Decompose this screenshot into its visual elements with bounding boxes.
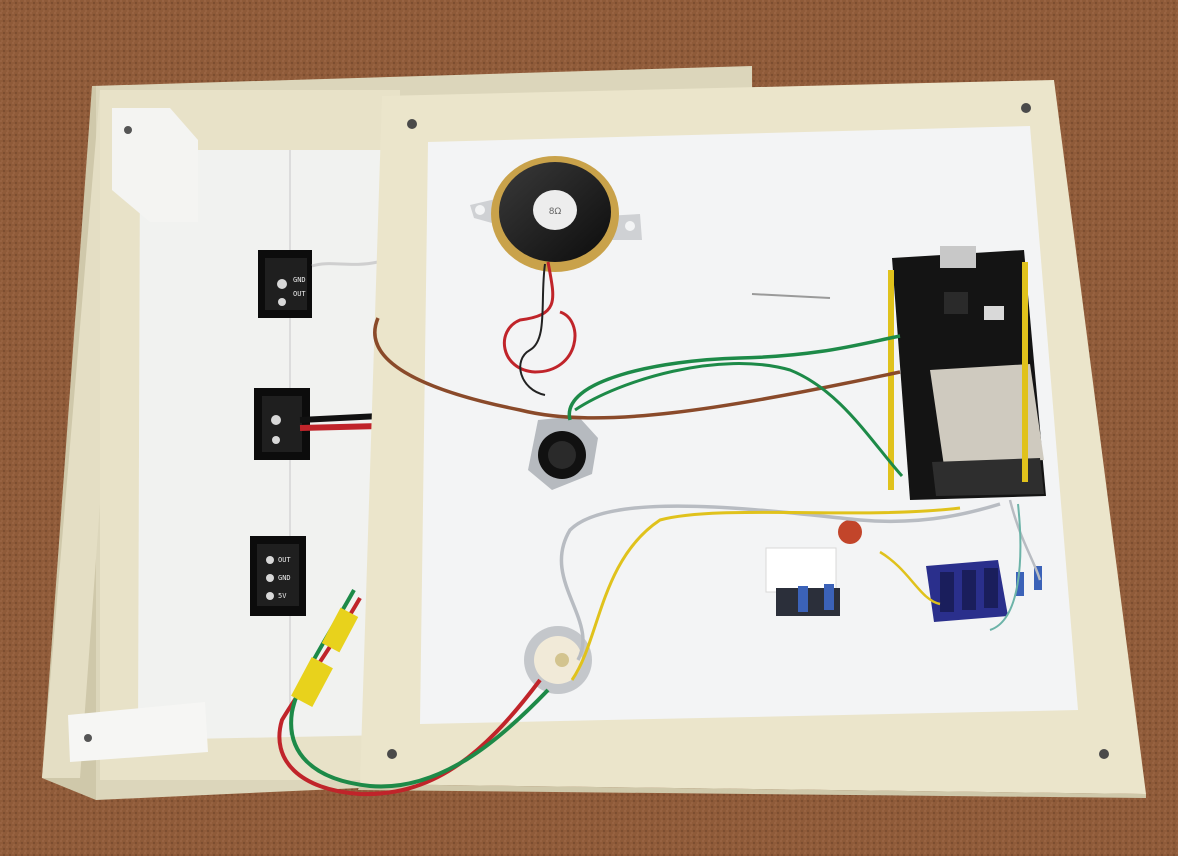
corner-block-top bbox=[112, 108, 198, 222]
resistor-pair bbox=[1016, 566, 1042, 596]
wire-teal bbox=[989, 503, 1022, 631]
screw-bottom-left bbox=[387, 749, 397, 759]
wifi-module-shield bbox=[930, 364, 1044, 466]
loose-jumper bbox=[751, 293, 831, 299]
resistor-block bbox=[765, 520, 862, 616]
speaker-wire-black bbox=[519, 263, 546, 396]
heat-shrink-yellow-1 bbox=[291, 656, 333, 708]
wire-brown bbox=[373, 317, 901, 420]
svg-text:GND: GND bbox=[278, 574, 291, 582]
esp32-board bbox=[888, 246, 1046, 500]
push-button bbox=[528, 416, 598, 490]
svg-text:OUT: OUT bbox=[293, 290, 306, 298]
screw-bottom-right bbox=[1099, 749, 1109, 759]
svg-text:8Ω: 8Ω bbox=[549, 207, 562, 217]
svg-text:OUT: OUT bbox=[278, 556, 291, 564]
corner-block-bottom bbox=[68, 702, 208, 762]
capacitor bbox=[838, 520, 862, 544]
svg-text:GND: GND bbox=[293, 276, 306, 284]
sensor-middle bbox=[254, 388, 381, 460]
sensor-bottom: OUT GND 5V bbox=[250, 536, 306, 616]
wire-yellow bbox=[570, 506, 961, 681]
screw-top-left bbox=[407, 119, 417, 129]
speaker-wire-red bbox=[503, 261, 577, 374]
wire-grey-right bbox=[1008, 499, 1042, 581]
heat-shrink-yellow-2 bbox=[321, 607, 359, 653]
usb-port bbox=[940, 246, 976, 268]
screw-top-right bbox=[1021, 103, 1031, 113]
sensor-top: GND OUT bbox=[258, 250, 379, 318]
wire-yellow-short bbox=[879, 550, 941, 606]
speaker: 8Ω bbox=[470, 156, 642, 272]
driver-module bbox=[926, 560, 1008, 622]
wire-green-lower bbox=[574, 362, 904, 477]
wire-grey bbox=[559, 502, 1001, 661]
wire-green-top bbox=[567, 334, 901, 421]
svg-text:5V: 5V bbox=[278, 592, 287, 600]
